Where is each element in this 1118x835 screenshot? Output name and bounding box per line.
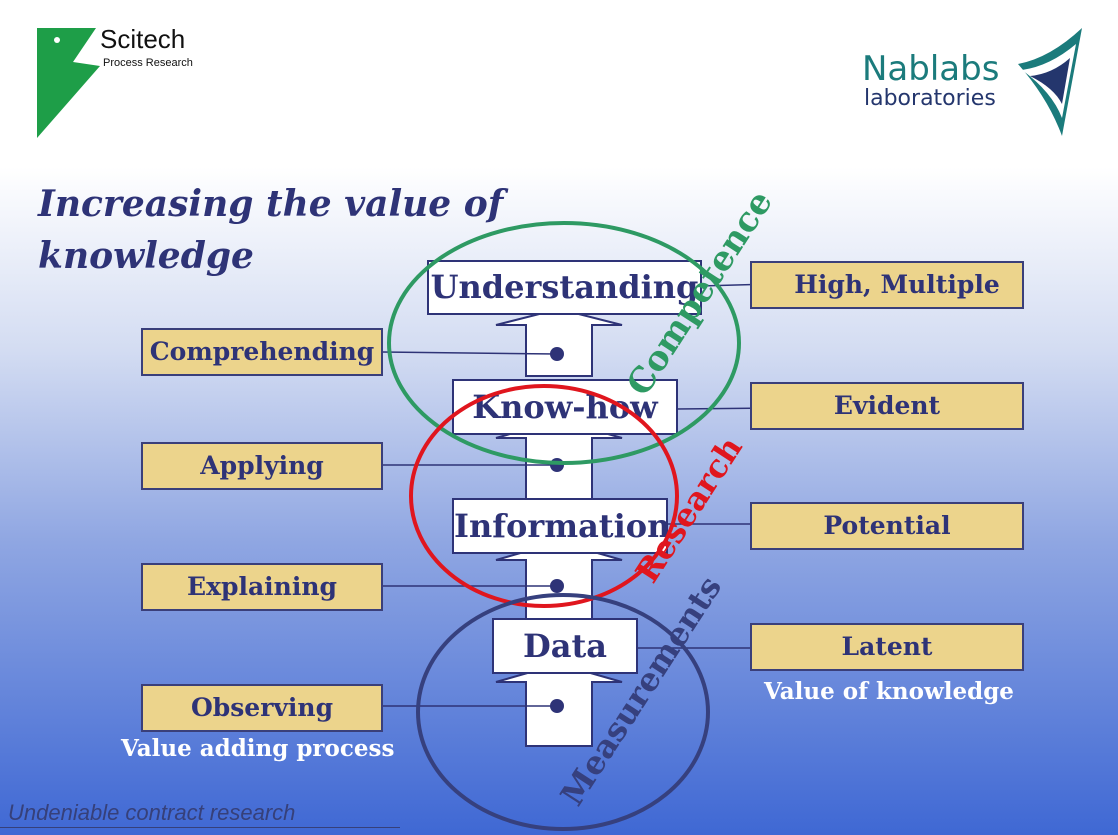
process-comprehending: Comprehending (141, 328, 383, 376)
process-observing: Observing (141, 684, 383, 732)
nablabs-logo-subtitle: laboratories (864, 86, 996, 111)
caption-value-of-knowledge: Value of knowledge (764, 678, 1014, 705)
footer-rule (0, 827, 400, 828)
level-data: Data (492, 618, 638, 674)
nablabs-logo-mark (1018, 28, 1082, 136)
level-know-how: Know-how (452, 379, 678, 435)
value-evident: Evident (750, 382, 1024, 430)
process-applying: Applying (141, 442, 383, 490)
value-latent: Latent (750, 623, 1024, 671)
process-explaining: Explaining (141, 563, 383, 611)
nablabs-logo-name: Nablabs (862, 49, 1000, 89)
level-understanding: Understanding (427, 260, 702, 315)
level-information: Information (452, 498, 670, 554)
scitech-logo-mark (37, 28, 100, 138)
caption-value-adding-process: Value adding process (121, 735, 395, 762)
slide-title: Increasing the value of knowledge (38, 183, 504, 277)
value-high-multiple: High, Multiple (750, 261, 1024, 309)
footer-tagline: Undeniable contract research (8, 800, 296, 825)
scitech-logo-name: Scitech (100, 24, 186, 54)
arrow-to-understanding (495, 307, 623, 377)
scitech-logo-subtitle: Process Research (103, 57, 193, 69)
value-potential: Potential (750, 502, 1024, 550)
